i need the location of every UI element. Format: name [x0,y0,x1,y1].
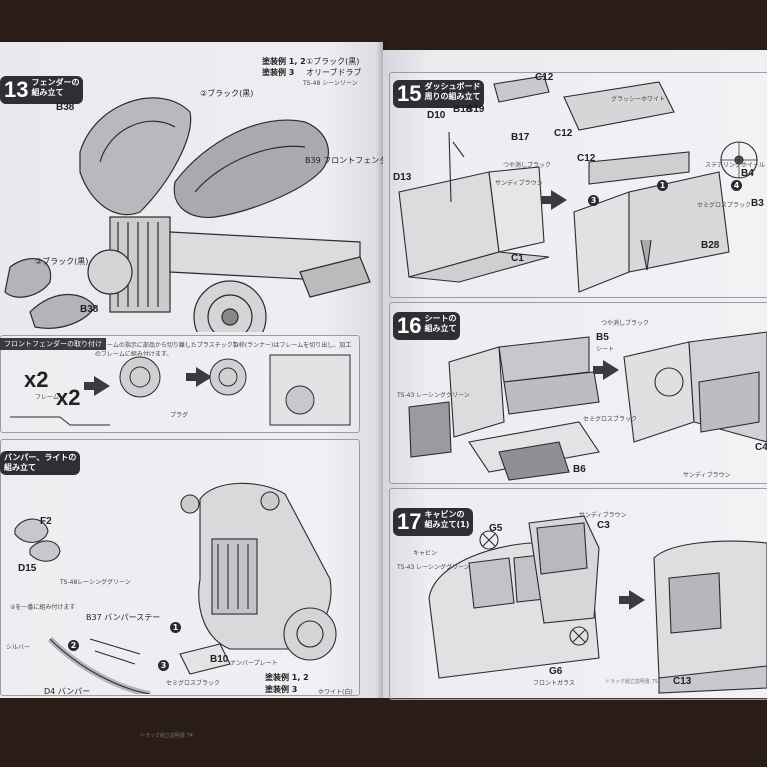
seat-illustration [408,331,767,481]
step-17-badge: 17 キャビンの 組み立て(1) [393,508,474,536]
step-13-badge: 13 フェンダーの 組み立て [0,76,84,104]
label-b28: B28 [701,240,720,251]
step14-paint1: 塗装例 1, 2 [265,673,309,682]
frame-section-note: フレームの指示に部品から切り離したプラスチック製枠(ランナー)はフレームを切り出… [95,342,352,356]
label-f2: F2 [40,516,52,527]
callout-3: 3 [158,660,169,671]
label-d10: D10 [427,110,446,121]
right-page: 15 ダッシュボード 周りの組み立て C12 C12 C12 [383,50,767,700]
label-b37: B37 バンパーステー [86,613,161,622]
label-b18: B18 [453,104,472,115]
label-g6: G6 [549,666,563,677]
label-sandy-brown-15: サンディブラウン [495,180,543,187]
times-two-1: x2 [24,367,49,392]
step-title: フェンダーの 組み立て [31,78,80,97]
label-flat-black-15: つや消しブラック [503,162,552,169]
times-two-2: x2 [56,385,81,410]
step-title: キャビンの 組み立て(1) [424,510,470,529]
label-d13: D13 [393,172,412,183]
label-c13: C13 [673,676,692,687]
label-black-small: ②ブラック(黒) [35,257,89,266]
label-b10-sub: ナンバープレート [230,660,278,667]
left-footer: トラック組立説明書 74 [140,733,193,739]
step-15-badge: 15 ダッシュボード 周りの組み立て [393,80,485,108]
label-cabin: キャビン [413,550,438,557]
label-b10: B10 [210,654,229,665]
label-semi-gloss-16: セミグロスブラック [583,416,638,423]
label-b4: B4 [741,168,754,179]
arrow-right-16 [593,360,619,380]
label-b38-top: B38 [56,102,75,113]
arrow-right-17 [619,590,645,610]
step-number: 15 [397,81,422,106]
paint-legend-note: TS-48 シーンリーン [303,80,358,87]
label-sandy-brown-16: サンディブラウン [683,472,731,479]
label-ts43-17: TS-43 レーシンググリーン [397,564,470,571]
step14-paint3: 塗装例 3 [265,685,298,694]
label-note-first: ②を一番に組み付けます [10,604,76,611]
step14-paint-note: TS-48レーシンググリーン [60,579,131,586]
label-g6-sub: フロントガラス [533,680,575,687]
label-d15: D15 [18,563,37,574]
paint-legend-value1: ①ブラック(黒) [306,57,360,66]
label-c12-right: C12 [577,153,596,164]
arrow-right-1 [84,376,110,396]
arrow-right-2 [186,367,212,387]
label-gray-white: グラッシーホワイト [611,96,666,103]
paint-legend-line2: 塗装例 3 [262,68,295,77]
label-c4: C4 [755,442,767,453]
left-page: 13 フェンダーの 組み立て 塗装例 1, 2 ①ブラック(黒) 塗装例 3 オ… [0,42,395,739]
step-16-badge: 16 シートの 組み立て [393,312,461,340]
step-number: 13 [4,77,29,102]
cabin-illustration [428,515,767,694]
label-d4: D4 バンパー [44,687,91,696]
label-c3: C3 [597,520,610,531]
callout-15-1: 1 [657,180,668,191]
step-14-title: バンパー、ライトの 組み立て [4,453,77,472]
label-b17: B17 [511,132,530,143]
label-g5: G5 [489,523,503,534]
callout-2: 2 [68,640,79,651]
label-c12-top: C12 [535,72,554,83]
plug-label: プラグ [170,412,189,419]
step14-white: ホワイト(白) [318,689,353,696]
step-14-badge: バンパー、ライトの 組み立て [0,451,81,475]
step-number: 17 [397,509,422,534]
label-sandy-brown-17: サンディブラウン [579,512,627,519]
label-b3: B3 [751,198,764,209]
frame-label: フレーム [35,394,59,401]
label-steering: ステアリングホイール [705,162,766,169]
label-c12-left: C12 [554,128,573,139]
bumper-lights-illustration [14,482,337,694]
label-semi-gloss-black: セミグロスブラック [166,680,221,687]
label-b19: B19 [466,104,485,115]
callout-1: 1 [170,622,181,633]
frame-section-header: フロントフェンダーの取り付け [0,338,106,350]
label-b5-sub: シート [596,346,615,353]
right-footer: トラック組立説明書 75 [605,679,658,685]
label-semi-gloss-15: セミグロスブラック [697,202,752,209]
step-number: 16 [397,313,422,338]
step-title: ダッシュボード 周りの組み立て [424,82,481,101]
fender-illustration [4,97,371,332]
paint-legend-value2: オリーブドラブ [306,68,362,77]
step-title: シートの 組み立て [424,314,457,333]
label-c1: C1 [511,253,524,264]
label-black: ②ブラック(黒) [200,89,254,98]
paint-legend-line1: 塗装例 1, 2 [262,57,306,66]
label-silver: シルバー [6,644,31,651]
label-b5: B5 [596,332,609,343]
callout-15-4: 4 [731,180,742,191]
label-b39: B39 フロントフェンダー [305,156,396,165]
label-b38-bottom: B38 [80,304,99,315]
dashboard-illustration [398,75,758,293]
arrow-right-15 [541,190,567,210]
label-b6: B6 [573,464,586,475]
callout-15-3: 3 [588,195,599,206]
frame-attach-illustration [10,354,351,426]
label-ts43-16: TS-43 レーシンググリーン [397,392,470,399]
label-flat-black-16: つや消しブラック [601,320,650,327]
